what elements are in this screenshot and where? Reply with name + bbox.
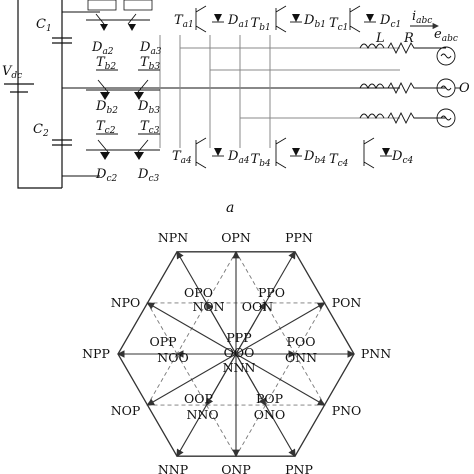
grid-line — [294, 302, 325, 355]
grid-line — [206, 404, 237, 457]
load-network: L R iabc eabc O — [359, 9, 470, 128]
large-vector-label: NPN — [158, 230, 188, 245]
svg-text:Dc4: Dc4 — [391, 149, 413, 166]
small-vector-arrow — [235, 353, 267, 407]
svg-text:L: L — [375, 31, 385, 46]
svg-text:Db2: Db2 — [95, 99, 118, 116]
svg-text:C2: C2 — [33, 122, 49, 139]
small-vector-label-n: NOO — [157, 350, 188, 365]
clamp-bottom: Tc2 Tc3 Dc2 Dc3 — [86, 119, 160, 184]
large-vector-label: NPP — [82, 346, 110, 361]
small-vector-label-n: ONO — [254, 407, 285, 422]
svg-text:Tc2: Tc2 — [96, 119, 116, 136]
svg-text:Dc3: Dc3 — [137, 167, 159, 184]
svg-text:Dc2: Dc2 — [95, 167, 117, 184]
dc-bus-left-rail — [17, 0, 62, 189]
small-vector-label-p: OOP — [184, 391, 213, 406]
source-label: Vdc — [2, 64, 22, 81]
small-vector-arrow — [205, 353, 237, 407]
medium-vector-label: OPN — [221, 230, 251, 245]
capacitor-c2: C2 — [33, 122, 72, 146]
inverter-circuit: Vdc C1 C2 Da2 Da3 Tb2 T — [2, 0, 470, 216]
svg-text:Tb3: Tb3 — [140, 55, 160, 72]
medium-vector-arrow — [146, 302, 237, 355]
svg-text:eabc: eabc — [434, 27, 458, 44]
svg-text:C1: C1 — [36, 17, 52, 34]
small-vector-arrow — [205, 301, 237, 355]
medium-vector-label: PON — [332, 295, 362, 310]
medium-vector-label: NPO — [111, 295, 141, 310]
medium-vector-arrow — [235, 353, 326, 406]
grid-line — [235, 251, 266, 304]
zero-vector-label: OOO — [224, 345, 255, 360]
phase-legs — [159, 35, 271, 148]
small-vector-label-p: POP — [256, 391, 283, 406]
small-vector-arrow — [235, 301, 267, 355]
grid-line — [147, 353, 178, 406]
small-vector-label-n: OON — [242, 299, 273, 314]
svg-text:iabc: iabc — [412, 9, 432, 26]
svg-text:Tc3: Tc3 — [140, 119, 160, 136]
svg-text:Da3: Da3 — [139, 40, 162, 57]
large-vector-label: NNP — [158, 462, 188, 474]
large-vector-label: PNP — [285, 462, 313, 474]
capacitor-c1: C1 — [36, 17, 72, 44]
space-vector-hexagon: PNN PPN NPN NPP NNP PNP PON OPN NPO NOP ONP PNO POO P… — [82, 230, 391, 474]
grid-line — [294, 353, 325, 406]
svg-text:Tb2: Tb2 — [96, 55, 116, 72]
clamp-middle: Tb2 Tb3 Db2 Db3 — [86, 55, 160, 116]
medium-vector-arrow — [235, 302, 326, 355]
medium-vector-label: PNO — [332, 403, 362, 418]
svg-text:Da2: Da2 — [91, 40, 114, 57]
svg-text:O: O — [459, 81, 470, 96]
small-vector-label-n: ONN — [285, 350, 317, 365]
small-vector-label-p: POO — [287, 334, 316, 349]
grid-line — [206, 251, 237, 304]
grid-line — [147, 302, 178, 355]
large-vector-label: PPN — [285, 230, 313, 245]
svg-text:Da4Tb4: Da4Tb4 — [227, 149, 271, 169]
svg-text:Ta4: Ta4 — [172, 149, 192, 166]
zero-vector-label: PPP — [226, 330, 251, 345]
medium-vector-arrow — [146, 353, 237, 406]
caption-a: a — [226, 200, 234, 216]
phase-output-lines — [180, 47, 400, 119]
small-vector-label-p: PPO — [258, 285, 285, 300]
svg-text:Ta1: Ta1 — [174, 13, 194, 30]
svg-text:Dc1: Dc1 — [379, 13, 401, 30]
small-vector-label-p: OPO — [184, 285, 213, 300]
small-vector-label-n: NON — [192, 299, 224, 314]
medium-vector-label: NOP — [111, 403, 141, 418]
medium-vector-label: ONP — [221, 462, 251, 474]
zero-vector-label: NNN — [223, 360, 256, 375]
small-vector-label-p: OPP — [149, 334, 176, 349]
svg-text:R: R — [403, 31, 414, 46]
svg-text:Db3: Db3 — [137, 99, 160, 116]
small-vector-label-n: NNO — [186, 407, 218, 422]
grid-line — [235, 404, 266, 457]
clamp-top: Da2 Da3 — [86, 0, 162, 57]
large-vector-label: PNN — [361, 346, 391, 361]
svg-text:Da1Tb1: Da1Tb1 — [227, 13, 271, 33]
